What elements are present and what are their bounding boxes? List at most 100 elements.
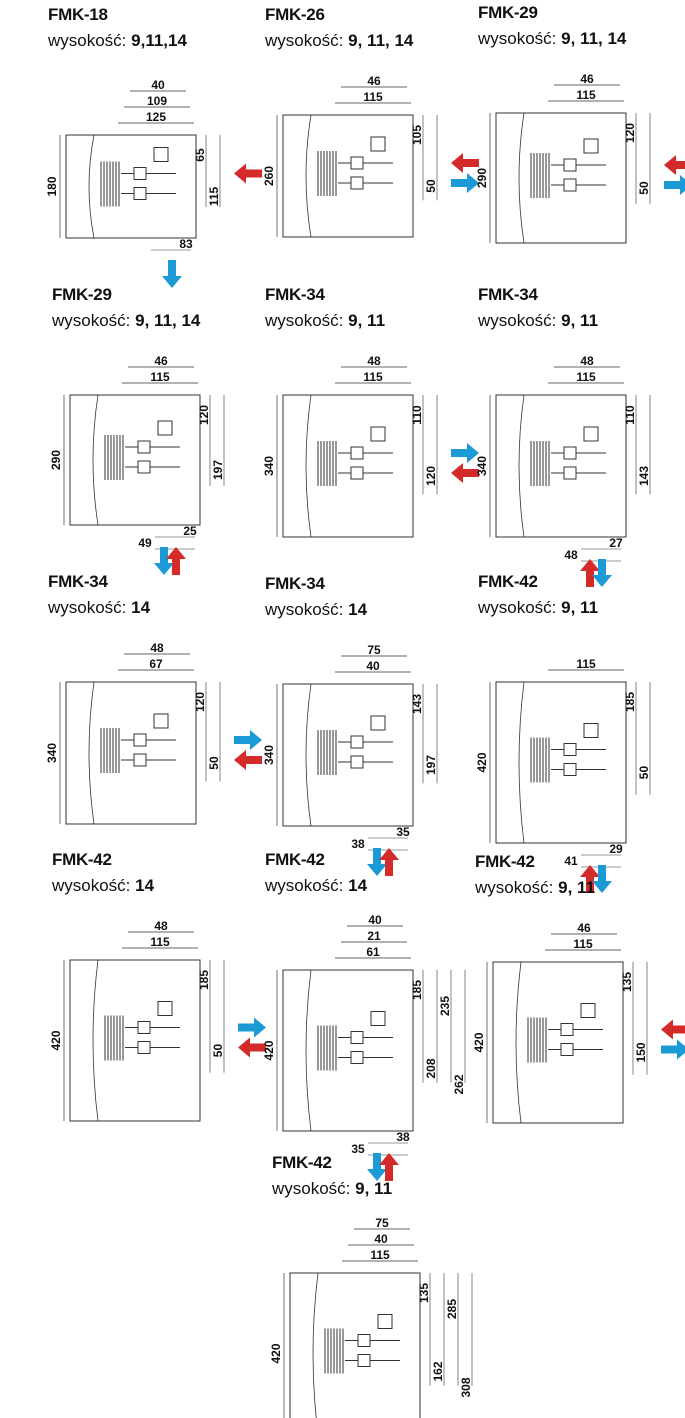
height-options: wysokość: 14 — [48, 598, 150, 618]
top-dimension: 115 — [370, 1248, 390, 1262]
thermostat-head — [157, 1001, 173, 1016]
return-arrow-down-icon — [367, 1153, 387, 1181]
side-dimension: 197 — [211, 460, 225, 480]
height-label: wysokość: — [272, 1179, 351, 1198]
valve-body — [137, 440, 151, 454]
model-title: FMK-34 — [478, 285, 538, 304]
side-dimension: 120 — [193, 692, 207, 712]
box-height-dimension: 340 — [45, 743, 59, 763]
height-values: 9, 11, 14 — [561, 29, 627, 48]
height-values: 9, 11 — [561, 311, 599, 330]
side-dimension: 185 — [623, 692, 637, 712]
side-dimension: 185 — [410, 980, 424, 1000]
height-label: wysokość: — [478, 311, 557, 330]
valve-body — [563, 446, 577, 460]
valve-body — [563, 158, 577, 172]
side-dimension: 50 — [211, 1044, 225, 1058]
top-dimension: 40 — [366, 659, 380, 673]
valve-body — [357, 1354, 371, 1367]
cabinet-outline — [282, 114, 414, 238]
thermostat-head — [370, 136, 386, 152]
bottom-dimension: 35 — [396, 825, 410, 839]
valve-body — [350, 176, 364, 190]
height-label: wysokość: — [478, 29, 557, 48]
return-arrow-right-icon — [238, 1017, 266, 1038]
height-label: wysokość: — [265, 311, 344, 330]
side-dimension: 197 — [424, 755, 438, 775]
top-dimension: 115 — [363, 370, 383, 384]
valve-body — [133, 753, 147, 767]
cabinet-outline — [282, 969, 414, 1132]
model-title: FMK-42 — [272, 1153, 332, 1172]
supply-arrow-left-icon — [238, 1037, 266, 1058]
model-title: FMK-42 — [52, 850, 112, 869]
top-dimension: 115 — [150, 935, 170, 949]
box-height-dimension: 340 — [475, 456, 489, 476]
valve-body — [350, 446, 364, 460]
model-title: FMK-34 — [265, 574, 325, 593]
cabinet-curve — [518, 394, 525, 538]
side-dimension: 235 — [438, 996, 452, 1016]
top-dimension: 48 — [150, 641, 164, 655]
valve-body — [133, 187, 147, 200]
thermostat-head — [370, 426, 386, 442]
valve-body — [350, 156, 364, 170]
bottom-dimension: 49 — [138, 536, 152, 550]
return-arrow-down-icon — [367, 848, 387, 876]
top-dimension: 46 — [580, 72, 594, 86]
height-options: wysokość: 9,11,14 — [48, 31, 187, 51]
valve-body — [137, 1041, 151, 1054]
bottom-dimension: 38 — [351, 837, 365, 851]
valve-body — [563, 466, 577, 480]
height-label: wysokość: — [265, 600, 344, 619]
side-dimension: 50 — [207, 756, 221, 770]
bottom-dimension: 29 — [609, 842, 623, 856]
valve-body — [137, 1021, 151, 1034]
supply-arrow-left-icon — [664, 155, 685, 175]
supply-arrow-up-icon — [580, 865, 600, 893]
top-dimension: 46 — [154, 354, 168, 368]
valve-body — [133, 167, 147, 180]
side-dimension: 65 — [193, 148, 207, 162]
side-dimension: 135 — [417, 1283, 431, 1303]
thermostat-head — [583, 426, 599, 442]
return-arrow-right-icon — [661, 1039, 685, 1060]
return-arrow-down-icon — [154, 547, 174, 575]
bottom-dimension: 35 — [351, 1142, 365, 1156]
side-dimension: 208 — [424, 1058, 438, 1078]
side-dimension: 115 — [207, 186, 221, 206]
height-options: wysokość: 14 — [265, 876, 367, 896]
thermostat-head — [583, 723, 599, 738]
cabinet-curve — [92, 959, 99, 1122]
model-title: FMK-26 — [265, 5, 325, 24]
model-title: FMK-42 — [478, 572, 538, 591]
top-dimension: 48 — [154, 919, 168, 933]
supply-arrow-left-icon — [234, 163, 262, 184]
side-dimension: 110 — [623, 405, 637, 425]
side-dimension: 50 — [424, 179, 438, 193]
return-arrow-down-icon — [162, 260, 182, 288]
thermostat-head — [580, 1003, 596, 1018]
height-label: wysokość: — [478, 598, 557, 617]
valve-body — [560, 1043, 574, 1056]
box-height-dimension: 420 — [49, 1030, 63, 1050]
height-options: wysokość: 9, 11 — [478, 311, 598, 331]
height-options: wysokość: 14 — [52, 876, 154, 896]
thermostat-head — [153, 147, 169, 162]
box-height-dimension: 290 — [475, 168, 489, 188]
box-height-dimension: 290 — [49, 450, 63, 470]
connection-drawing: 42011540751351622853084133 — [269, 1216, 473, 1418]
